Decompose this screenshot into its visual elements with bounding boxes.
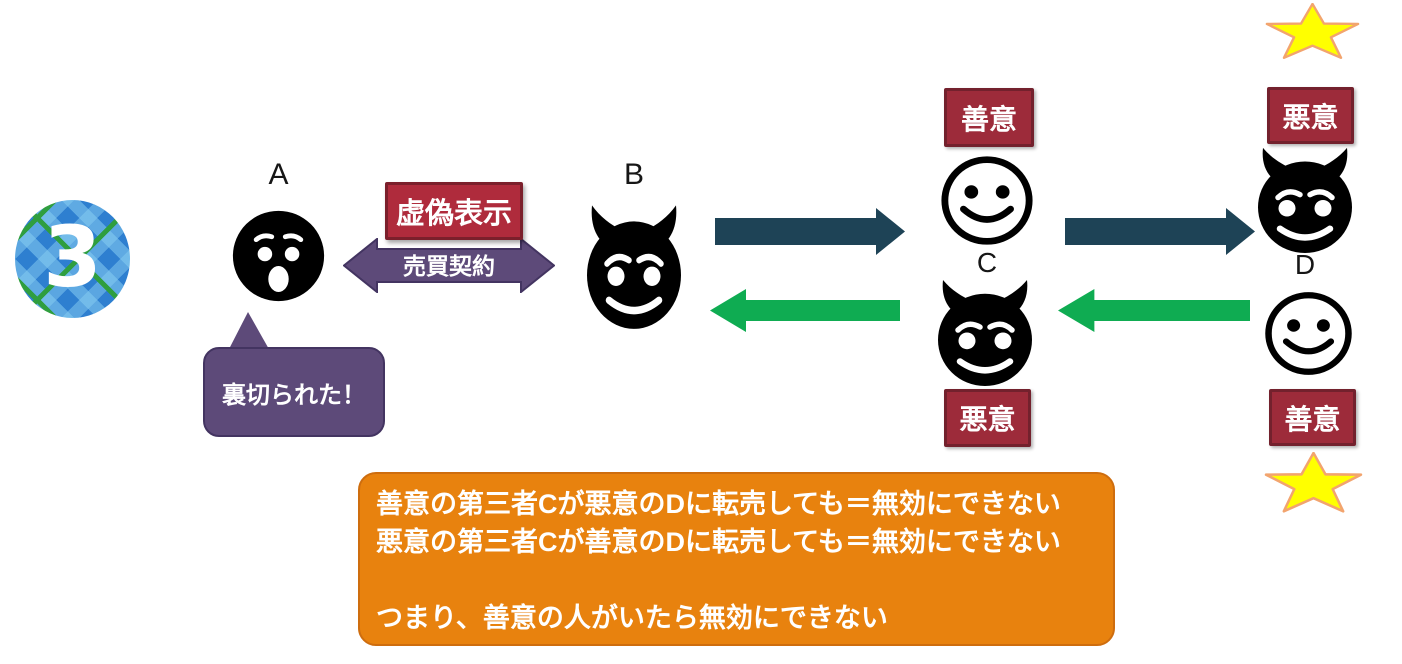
smiley-face-icon	[1262, 289, 1355, 378]
star-svg	[1265, 3, 1360, 59]
double-arrow-svg	[343, 238, 555, 293]
actor-c-label: C	[976, 247, 998, 278]
actor-a-label: A	[268, 158, 289, 191]
left-arrow-svg	[1058, 289, 1250, 332]
smiley-face-svg	[941, 156, 1033, 245]
step-number: 3	[43, 208, 102, 306]
actor-c-goodfaith-badge: 善意	[944, 88, 1034, 147]
smiley-face-icon	[938, 153, 1036, 248]
false-representation-text: 虚偽表示	[395, 198, 512, 230]
devil-face-svg	[1258, 147, 1352, 254]
summary-line: 善意の第三者Cが悪意のDに転売しても＝無効にできない	[376, 489, 1061, 519]
devil-face-svg	[938, 279, 1032, 387]
actor-d-label: D	[1294, 249, 1316, 280]
step-number-badge-icon: 3	[15, 200, 130, 318]
devil-face-svg	[587, 205, 681, 329]
right-arrow-svg	[1065, 208, 1255, 255]
summary-box: 善意の第三者Cが悪意のDに転売しても＝無効にできない 悪意の第三者Cが善意のDに…	[358, 472, 1115, 646]
left-arrow-svg	[710, 289, 900, 332]
summary-line	[376, 561, 1097, 599]
double-arrow-icon	[343, 238, 555, 293]
summary-line: つまり、善意の人がいたら無効にできない	[376, 603, 888, 633]
smiley-face-svg	[1265, 292, 1352, 375]
star-icon	[1264, 3, 1361, 64]
star-svg	[1264, 452, 1363, 513]
speech-bubble-text: 裏切られた！	[222, 381, 366, 409]
summary-line: 悪意の第三者Cが善意のDに転売しても＝無効にできない	[376, 527, 1061, 557]
actor-b-label: B	[623, 158, 644, 191]
surprised-face-svg	[232, 210, 325, 302]
devil-face-icon	[578, 202, 690, 330]
speech-tail-svg	[228, 312, 270, 351]
actor-d-badfaith-badge: 悪意	[1267, 87, 1354, 144]
actor-d-goodfaith-badge: 善意	[1269, 389, 1356, 446]
star-icon	[1263, 452, 1364, 518]
speech-bubble: 裏切られた！	[203, 347, 385, 437]
surprised-face-icon	[230, 207, 327, 303]
sale-contract-label: 売買契約	[403, 253, 495, 279]
actor-c-badfaith-badge: 悪意	[944, 389, 1031, 447]
false-representation-box: 虚偽表示	[385, 182, 523, 240]
left-arrow-icon	[1058, 289, 1250, 332]
right-arrow-svg	[715, 208, 905, 255]
right-arrow-icon	[1065, 208, 1255, 255]
devil-face-icon	[1249, 145, 1361, 254]
devil-face-icon	[929, 277, 1041, 387]
right-arrow-icon	[715, 208, 905, 255]
speech-bubble-tail-icon	[224, 311, 274, 351]
left-arrow-icon	[710, 289, 900, 332]
